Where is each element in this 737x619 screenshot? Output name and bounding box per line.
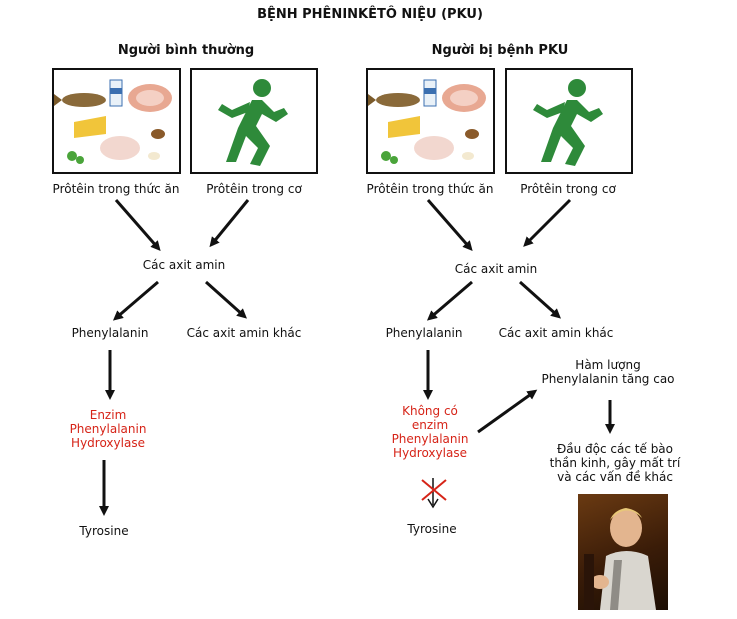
effect-line-3: và các vấn đề khác	[557, 470, 673, 484]
normal-food-box	[52, 68, 181, 174]
patient-photo	[578, 494, 668, 610]
normal-amino-label: Các axit amin	[142, 258, 226, 272]
arrow-pku-amino-to-phe	[426, 280, 473, 321]
effect-line-1: Đầu độc các tế bào	[556, 442, 674, 456]
normal-heading: Người bình thường	[117, 43, 255, 58]
pku-noenzyme-line-4: Hydroxylase	[393, 446, 467, 460]
normal-food-label: Prôtêin trong thức ăn	[52, 182, 180, 196]
arrow-food-to-amino	[114, 199, 161, 252]
pku-muscle-box	[505, 68, 633, 174]
arrow-muscle-to-amino	[209, 199, 250, 248]
pku-tyrosine-label: Tyrosine	[407, 522, 457, 536]
high-level-line-2: Phenylalanin tăng cao	[541, 372, 675, 386]
running-person-icon	[218, 79, 288, 166]
normal-enzyme-line-2: Phenylalanin	[69, 422, 147, 436]
pku-noenzyme-line-2: enzim	[411, 418, 449, 432]
arrow-noenzyme-to-high	[477, 389, 538, 434]
food-collage-icon	[368, 79, 486, 164]
arrow-pku-food-to-amino	[426, 199, 473, 252]
normal-enzyme-line-1: Enzim	[89, 408, 127, 422]
normal-phe-label: Phenylalanin	[71, 326, 149, 340]
pku-phe-label: Phenylalanin	[385, 326, 463, 340]
food-collage-icon	[54, 79, 172, 164]
arrow-amino-to-other	[204, 280, 247, 319]
pku-food-box	[366, 68, 495, 174]
pku-amino-label: Các axit amin	[454, 262, 538, 276]
pku-noenzyme-line-1: Không có	[402, 404, 458, 418]
normal-enzyme-line-3: Hydroxylase	[71, 436, 145, 450]
normal-muscle-label: Prôtêin trong cơ	[206, 182, 302, 196]
page-title: BỆNH PHÊNINKÊTÔ NIỆU (PKU)	[257, 7, 483, 22]
effect-line-2: thần kinh, gây mất trí	[549, 456, 681, 470]
pku-muscle-label: Prôtêin trong cơ	[520, 182, 616, 196]
normal-muscle-box	[190, 68, 318, 174]
arrow-pku-muscle-to-amino	[523, 198, 572, 247]
arrow-pku-amino-to-other	[518, 280, 561, 319]
normal-other-label: Các axit amin khác	[186, 326, 302, 340]
high-level-line-1: Hàm lượng	[575, 358, 641, 372]
block-cross-icon	[421, 479, 447, 501]
arrow-amino-to-phe	[112, 280, 159, 321]
pku-heading: Người bị bệnh PKU	[431, 43, 569, 58]
running-person-icon	[533, 79, 603, 166]
pku-other-label: Các axit amin khác	[498, 326, 614, 340]
normal-tyrosine-label: Tyrosine	[79, 524, 129, 538]
pku-food-label: Prôtêin trong thức ăn	[366, 182, 494, 196]
pku-noenzyme-line-3: Phenylalanin	[391, 432, 469, 446]
